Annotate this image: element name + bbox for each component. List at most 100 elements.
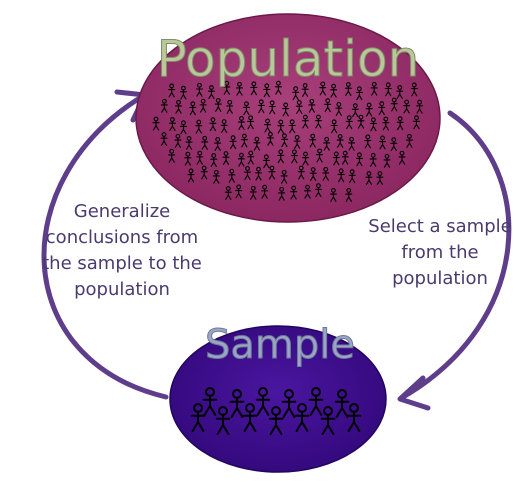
select-sample-arrow (397, 110, 512, 411)
stick-figure (293, 135, 301, 149)
stick-figure (179, 120, 187, 135)
stick-figure (390, 97, 398, 112)
stick-figure (320, 406, 336, 435)
stick-figure (262, 154, 270, 169)
stick-figure (263, 83, 271, 98)
stick-figure (184, 151, 192, 166)
stick-figure (255, 166, 263, 181)
stick-figure (199, 98, 207, 113)
stick-figure (202, 387, 218, 416)
stick-figure (309, 167, 317, 181)
stick-figure (369, 152, 377, 167)
stick-figure (257, 99, 265, 114)
stick-figure (226, 99, 234, 114)
stick-figure (253, 136, 261, 151)
stick-figure (322, 166, 330, 181)
stick-figure (365, 102, 373, 117)
stick-figure (237, 116, 246, 130)
stick-figure (309, 133, 317, 148)
stick-figure (295, 100, 303, 114)
stick-figure (378, 101, 386, 116)
stick-figure (332, 151, 340, 166)
stick-figure (152, 116, 160, 131)
stick-figure (337, 168, 345, 183)
stick-figure (297, 165, 305, 180)
stick-figure (255, 387, 271, 416)
stick-figure (242, 101, 250, 116)
stick-figure (268, 165, 276, 180)
stick-figure (344, 82, 352, 96)
stick-figure (201, 135, 209, 150)
stick-figure (266, 131, 274, 146)
stick-figure (330, 83, 338, 98)
stick-figure (277, 149, 285, 164)
population-crowd (152, 80, 424, 202)
stick-figure (396, 85, 404, 99)
stick-figure (376, 171, 384, 185)
stick-figure (220, 119, 228, 134)
sample-node: Sample (169, 322, 387, 473)
stick-figure (237, 152, 245, 167)
stick-figure (243, 166, 252, 180)
stick-figure (196, 150, 204, 165)
stick-figure (294, 403, 310, 432)
stick-figure (235, 81, 244, 96)
stick-figure (324, 98, 332, 113)
stick-figure (336, 133, 344, 148)
stick-figure (200, 165, 208, 180)
stick-figure (365, 171, 373, 185)
stick-figure (235, 184, 243, 199)
stick-figure (314, 183, 322, 198)
stick-figure (308, 98, 316, 113)
stick-figure (348, 136, 356, 151)
stick-figure (209, 117, 217, 132)
stick-figure (355, 152, 363, 167)
stick-figure (189, 101, 197, 116)
stick-figure (215, 406, 231, 435)
stick-figure (319, 81, 327, 96)
stick-figure (345, 115, 353, 130)
stick-figure (282, 102, 290, 117)
stick-figure (207, 85, 215, 99)
stick-figure (379, 135, 387, 150)
stick-figure (247, 150, 255, 165)
stick-figure (242, 403, 258, 432)
stick-figure (308, 387, 324, 416)
stick-figure (223, 80, 231, 95)
stick-figure (405, 133, 413, 148)
stick-figure (222, 151, 230, 165)
stick-figure (187, 168, 195, 183)
stick-figure (316, 148, 324, 163)
stick-figure (314, 114, 322, 129)
select-sample-caption: Select a sample from the population (368, 216, 512, 289)
stick-figure (250, 81, 258, 96)
stick-figure (301, 83, 309, 97)
sample-ellipse (169, 325, 387, 473)
stick-figure (247, 115, 255, 130)
stick-figure (330, 119, 338, 134)
population-label: Population (157, 30, 420, 88)
stick-figure (229, 135, 237, 150)
stick-figure (160, 98, 168, 113)
stick-figure (264, 118, 272, 133)
stick-figure (412, 115, 420, 130)
stick-figure (323, 136, 331, 151)
stick-figure (341, 150, 349, 165)
population-node: Population (135, 13, 441, 223)
stick-figure (390, 137, 398, 152)
population-ellipse (135, 13, 441, 223)
stick-figure (249, 185, 257, 200)
sample-label: Sample (205, 322, 355, 368)
stick-figure (410, 82, 418, 97)
stick-figure (364, 134, 372, 149)
stick-figure (281, 389, 297, 418)
stick-figure (228, 168, 236, 183)
stick-figure (160, 132, 168, 146)
stick-figure (168, 83, 176, 98)
stick-figure (168, 148, 176, 163)
stick-figure (268, 406, 284, 435)
stick-figure (274, 80, 282, 95)
stick-figure (335, 102, 343, 116)
stick-figure (351, 103, 359, 118)
stick-figure (382, 116, 390, 131)
